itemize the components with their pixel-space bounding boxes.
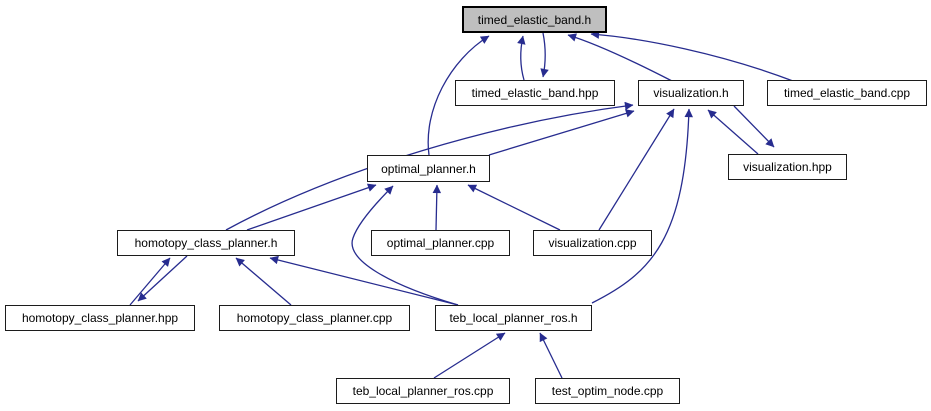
node-vishpp[interactable]: visualization.hpp	[728, 154, 847, 180]
edge-homh-opth	[246, 183, 377, 231]
edge-tebh-tebhpp	[540, 32, 549, 78]
node-homhpp[interactable]: homotopy_class_planner.hpp	[5, 305, 195, 331]
edge-opth-tebh	[427, 35, 490, 156]
edge-viscpp-opth	[467, 184, 561, 231]
edge-tebcpp-tebh	[590, 30, 794, 82]
node-tebros[interactable]: teb_local_planner_ros.h	[435, 305, 592, 331]
edge-opth-vish	[488, 109, 635, 156]
node-homcpp[interactable]: homotopy_class_planner.cpp	[219, 305, 410, 331]
edge-homhpp-homh	[129, 257, 171, 306]
edge-vishpp-vish	[707, 109, 759, 155]
edge-homh-homhpp	[137, 255, 188, 302]
node-optcpp[interactable]: optimal_planner.cpp	[371, 230, 510, 256]
edge-tebroscpp-tebros	[433, 332, 506, 379]
edge-tebros-opth	[351, 185, 459, 306]
edge-optcpp-opth	[432, 184, 442, 231]
node-opth[interactable]: optimal_planner.h	[367, 155, 490, 182]
edge-viscpp-vish	[598, 108, 675, 231]
node-homh[interactable]: homotopy_class_planner.h	[117, 230, 295, 256]
edge-homh-vish	[225, 101, 634, 231]
edge-vish-tebh	[567, 33, 673, 82]
node-testoptim[interactable]: test_optim_node.cpp	[535, 378, 680, 404]
edge-testoptim-tebros	[539, 332, 563, 379]
edge-vish-vishpp	[733, 105, 775, 148]
edge-tebros-vish	[591, 108, 693, 304]
edge-tebhpp-tebh	[517, 35, 526, 81]
node-tebroscpp[interactable]: teb_local_planner_ros.cpp	[336, 378, 510, 404]
node-tebhpp[interactable]: timed_elastic_band.hpp	[455, 80, 615, 106]
node-vish[interactable]: visualization.h	[638, 80, 744, 106]
edge-tebros-homh	[269, 255, 459, 306]
node-viscpp[interactable]: visualization.cpp	[533, 230, 652, 256]
edge-homcpp-homh	[235, 257, 292, 306]
node-tebcpp[interactable]: timed_elastic_band.cpp	[767, 80, 927, 106]
node-tebh: timed_elastic_band.h	[462, 6, 607, 33]
